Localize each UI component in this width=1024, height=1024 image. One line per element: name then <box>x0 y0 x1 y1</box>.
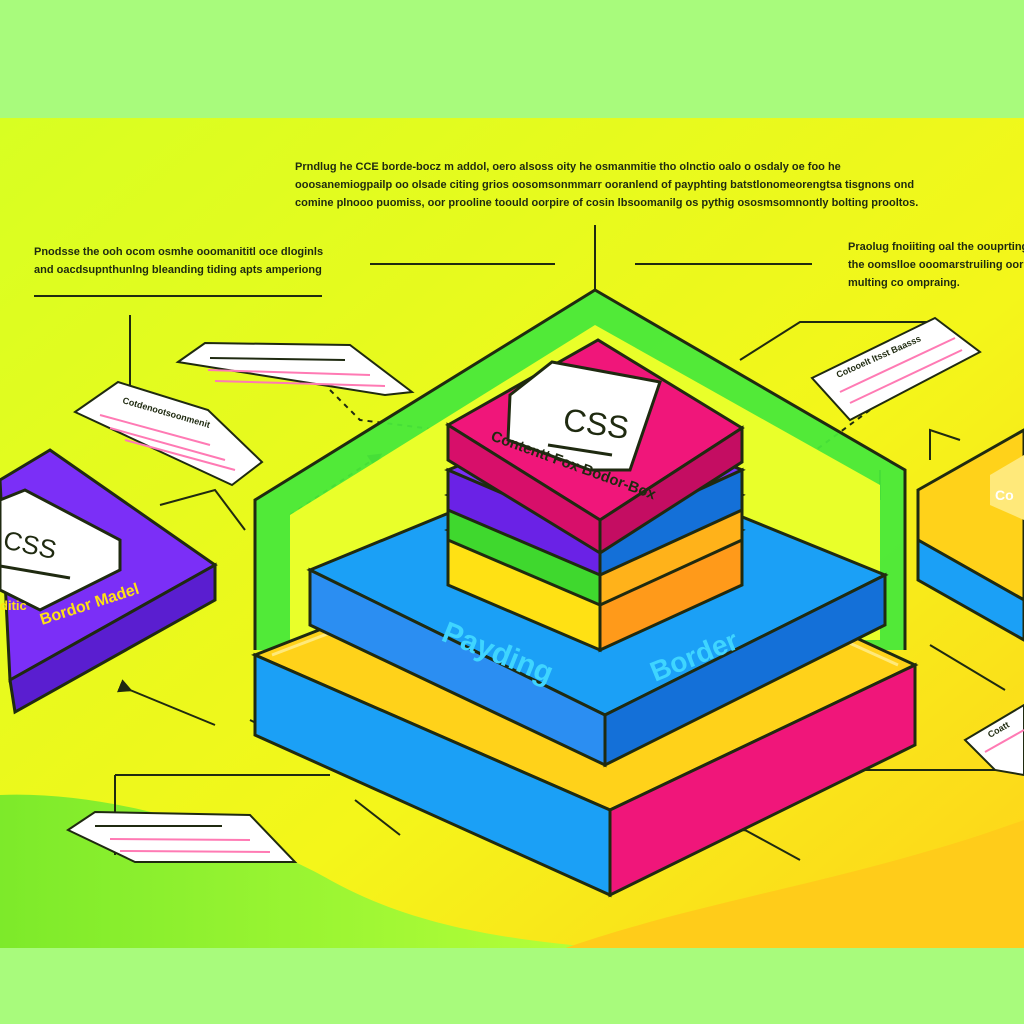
connector-right-upper <box>739 321 930 361</box>
connector-left-mid <box>159 488 246 531</box>
top-caption-line-2: ooosanemiogpailp oo olsade citing grios … <box>295 179 914 191</box>
note-card-left: Cotdenootsoonmenit <box>73 380 264 487</box>
left-caption: Pnodsse the ooh ocom osmhe ooomanititl o… <box>34 246 323 297</box>
left-caption-line-1: Pnodsse the ooh ocom osmhe ooomanititl o… <box>34 246 323 258</box>
top-caption-line-3: comine plnooo puomiss, oor prooline toou… <box>295 197 918 209</box>
note-card-lower-left <box>65 810 298 863</box>
css-badge-underline <box>547 443 613 457</box>
right-partial-card: Co <box>916 428 1024 642</box>
note-card-lower-left-body <box>65 810 298 863</box>
note-card-right-top-body <box>810 316 982 422</box>
margin-frame-outline <box>253 288 907 650</box>
right-caption-line-3: multing co ompraing. <box>848 277 960 289</box>
note-card-right-bottom: Coatt <box>963 703 1024 777</box>
top-caption-line-1: Prndlug he CCE borde-bocz m addol, oero … <box>295 161 841 173</box>
right-caption: Praolug fnoiiting oal the oouprting the … <box>848 241 1024 289</box>
top-band <box>0 0 1024 118</box>
bottom-band <box>0 948 1024 1024</box>
orange-hill <box>560 820 1024 950</box>
note-card-upper-left-body <box>175 341 415 397</box>
padding-slab-right <box>603 572 887 768</box>
right-caption-line-1: Praolug fnoiiting oal the oouprting <box>848 241 1024 253</box>
main-box-model-stack: Payding Border CSS Contentt Fox Bodor-Bo… <box>251 288 919 898</box>
content-layer-right <box>598 425 744 556</box>
left-css-card: CSS ditic Bordor Madel <box>0 448 218 715</box>
dashed-line-left <box>329 389 441 431</box>
arrow-left-bottom <box>116 679 216 726</box>
right-card-badge <box>990 455 1024 520</box>
left-card-underline <box>0 564 71 580</box>
right-card-side <box>916 537 1024 642</box>
arrow-bottom-right <box>731 818 801 861</box>
left-card-prefix: ditic <box>0 598 27 613</box>
note-card-upper-left <box>175 341 415 397</box>
note-card-right-bottom-body <box>963 703 1024 777</box>
left-caption-line-2: and oacdsupnthunlng bleanding tiding apt… <box>34 264 322 276</box>
base-slab-right <box>608 662 917 898</box>
css-badge <box>506 360 662 472</box>
left-card-side <box>8 562 217 715</box>
connector-right-mid <box>929 428 961 460</box>
connector-bottom-left <box>354 799 401 836</box>
right-caption-line-2: the oomslloe ooomarstruiling oor oro o <box>848 259 1024 271</box>
connector-right-lower <box>929 644 1006 691</box>
right-card-label: Co <box>995 487 1014 503</box>
top-caption: Prndlug he CCE borde-bocz m addol, oero … <box>295 161 918 209</box>
left-card-badge <box>0 488 122 612</box>
